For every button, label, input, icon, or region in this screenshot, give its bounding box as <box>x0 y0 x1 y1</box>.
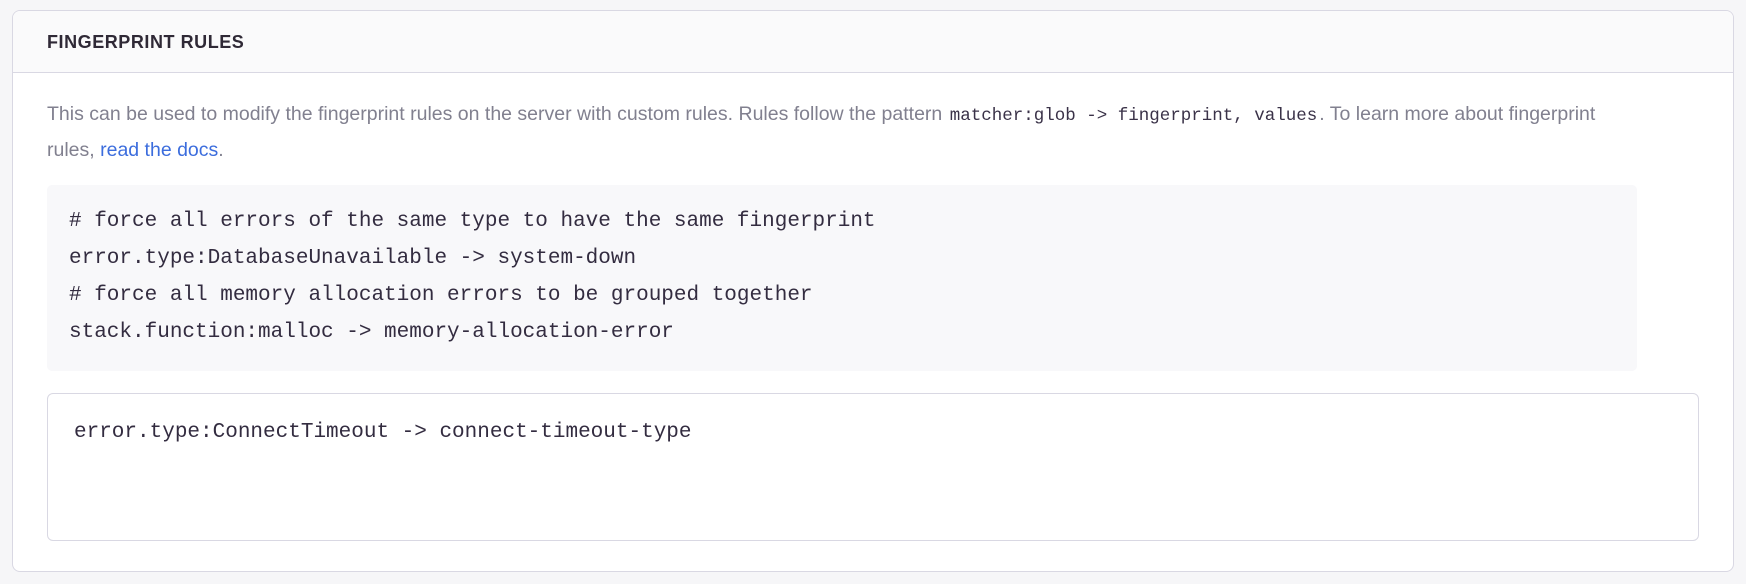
fingerprint-rules-panel: FINGERPRINT RULES This can be used to mo… <box>12 10 1734 572</box>
page-title: FINGERPRINT RULES <box>47 32 245 52</box>
example-rules-block: # force all errors of the same type to h… <box>47 185 1637 371</box>
description-part-3: . <box>218 139 224 161</box>
example-line: error.type:DatabaseUnavailable -> system… <box>69 247 637 270</box>
fingerprint-rules-input[interactable] <box>47 393 1699 541</box>
read-the-docs-link[interactable]: read the docs <box>100 139 219 161</box>
panel-header: FINGERPRINT RULES <box>13 11 1733 73</box>
description-part-1: This can be used to modify the fingerpri… <box>47 103 943 125</box>
description-part-2: . To learn more about fingerprint rules, <box>47 103 1596 161</box>
pattern-code-snippet: matcher:glob -> fingerprint, values <box>949 106 1318 126</box>
panel-body: This can be used to modify the fingerpri… <box>13 73 1733 571</box>
example-line: # force all memory allocation errors to … <box>69 284 813 307</box>
example-line: # force all errors of the same type to h… <box>69 210 876 233</box>
example-line: stack.function:malloc -> memory-allocati… <box>69 321 674 344</box>
description-text: This can be used to modify the fingerpri… <box>47 97 1607 167</box>
